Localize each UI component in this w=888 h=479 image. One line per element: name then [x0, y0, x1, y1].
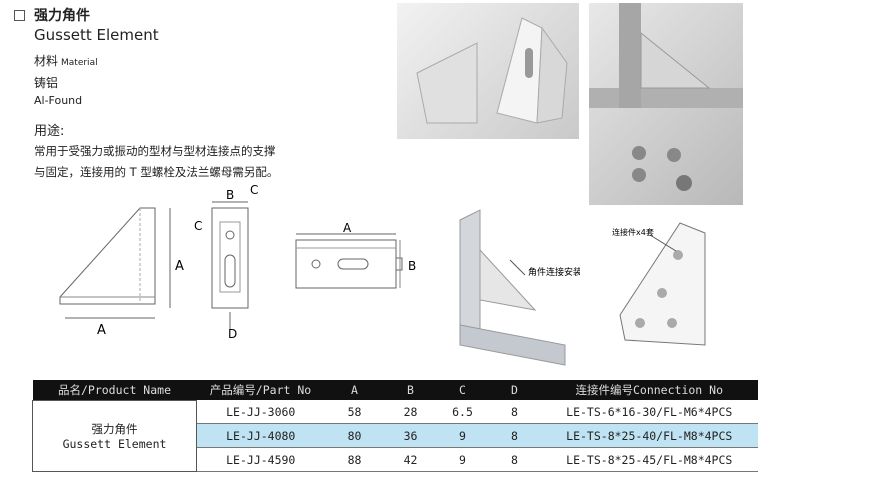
- installation-photo: [589, 3, 743, 205]
- table-row: 强力角件 Gussett Element LE-JJ-3060 58 28 6.…: [32, 399, 758, 472]
- a-cell: 80: [324, 423, 385, 448]
- material-en: Material: [61, 58, 98, 68]
- assembly-drawing: 角件连接安装图: [459, 209, 580, 366]
- product-photo: [397, 3, 579, 139]
- header-product-name: 品名/Product Name: [57, 382, 171, 397]
- part-no-cell: LE-JJ-3060: [196, 400, 325, 424]
- connection-cell: LE-TS-8*25-45/FL-M8*4PCS: [540, 447, 758, 472]
- alloy-cn: 铸铝: [34, 76, 59, 90]
- header-b: B: [407, 383, 414, 397]
- a-cell: 58: [324, 400, 385, 424]
- alloy-en: Al-Found: [34, 94, 83, 107]
- header-part-no: 产品编号/Part No: [209, 383, 312, 397]
- usage-line-1: 常用于受强力或振动的型材与型材连接点的支撑: [34, 144, 276, 158]
- b-cell: 28: [384, 400, 437, 424]
- dim-c-left: C: [194, 219, 202, 233]
- product-name-cell: 强力角件 Gussett Element: [32, 399, 197, 472]
- title-cn: 强力角件: [34, 8, 90, 24]
- usage-line-2: 与固定，连接用的 T 型螺栓及法兰螺母需另配。: [34, 165, 279, 179]
- assembly-caption: 角件连接安装图: [528, 266, 580, 278]
- title-en: Gussett Element: [34, 26, 159, 44]
- checkbox-icon: [14, 10, 25, 21]
- usage-heading: 用途:: [34, 124, 65, 139]
- top-view-drawing: A B: [295, 221, 416, 289]
- installation-photo-illustration: [589, 3, 743, 191]
- connection-cell: LE-TS-8*25-40/FL-M8*4PCS: [540, 423, 758, 448]
- part-no-cell: LE-JJ-4080: [196, 423, 325, 448]
- b-cell: 36: [384, 423, 437, 448]
- d-cell: 8: [488, 447, 541, 472]
- dim-c-top: C: [250, 183, 258, 197]
- table-header-row: 品名/Product Name 产品编号/Part No A B C D 连接件…: [32, 380, 758, 400]
- dim-a-horizontal: A: [97, 323, 106, 338]
- a-cell: 88: [324, 447, 385, 472]
- gusset-photo-illustration: [416, 17, 568, 124]
- d-cell: 8: [488, 400, 541, 424]
- product-name-cn: 强力角件: [91, 421, 138, 436]
- dim-d: D: [228, 327, 237, 340]
- dim-a-top: A: [343, 221, 352, 235]
- header-d: D: [511, 383, 518, 397]
- b-cell: 42: [384, 447, 437, 472]
- dim-a-vertical: A: [175, 259, 184, 274]
- header-c: C: [459, 383, 466, 397]
- front-view-drawing: B C C D: [194, 183, 258, 340]
- dim-b-right: B: [408, 259, 416, 273]
- connector-caption: 连接件x4套: [612, 227, 654, 237]
- d-cell: 8: [488, 423, 541, 448]
- header-connection-no: 连接件编号Connection No: [575, 383, 723, 397]
- c-cell: 9: [436, 447, 489, 472]
- table-row: LE-JJ-4080 80 36 9 8 LE-TS-8*25-40/FL-M8…: [33, 423, 758, 448]
- table-row: LE-JJ-4590 88 42 9 8 LE-TS-8*25-45/FL-M8…: [33, 447, 758, 472]
- c-cell: 6.5: [436, 400, 489, 424]
- side-view-drawing: A A: [59, 207, 184, 338]
- connection-cell: LE-TS-6*16-30/FL-M6*4PCS: [540, 400, 758, 424]
- product-name-en: Gussett Element: [62, 436, 167, 451]
- dim-b: B: [226, 188, 234, 202]
- part-no-cell: LE-JJ-4590: [196, 447, 325, 472]
- header-a: A: [351, 383, 358, 397]
- connector-drawing: 连接件x4套: [612, 222, 706, 346]
- c-cell: 9: [436, 423, 489, 448]
- spec-table: 品名/Product Name 产品编号/Part No A B C D 连接件…: [32, 380, 758, 472]
- material-cn: 材料: [34, 54, 59, 68]
